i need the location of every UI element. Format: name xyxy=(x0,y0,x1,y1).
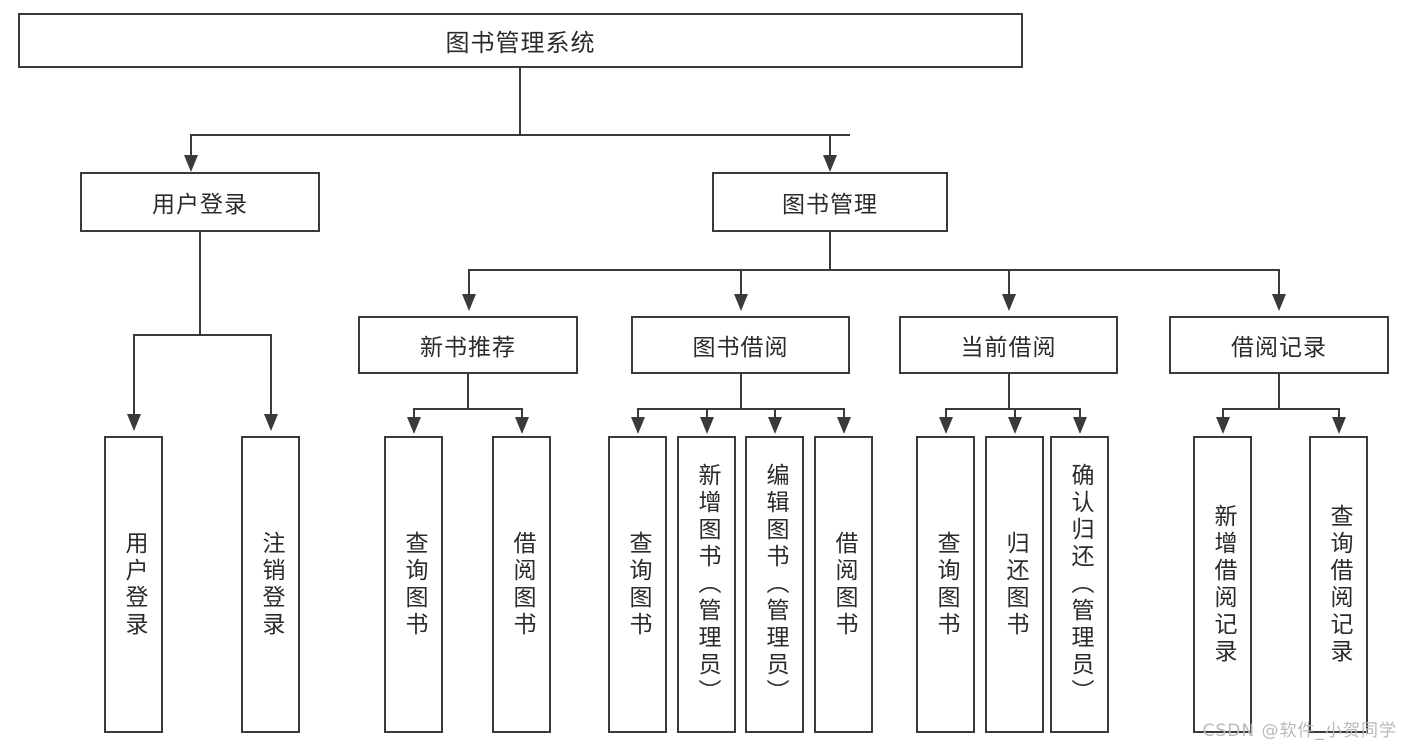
connector-to-leaf-user-login xyxy=(133,334,135,416)
connector-borrow-record-stem xyxy=(1278,374,1280,410)
node-label: 新增借阅记录 xyxy=(1210,503,1236,666)
arrow-down-icon xyxy=(1008,417,1022,434)
leaf-user-login[interactable]: 用户登录 xyxy=(104,436,163,733)
connector-to-leaf-user-logout xyxy=(270,334,272,416)
connector-root-to-book-manage xyxy=(829,134,831,158)
connector-to-leaf xyxy=(637,408,639,420)
node-label: 用户登录 xyxy=(121,530,147,639)
arrow-down-icon xyxy=(734,294,748,311)
connector-new-book-rec-stem xyxy=(467,374,469,410)
leaf-return-book[interactable]: 归还图书 xyxy=(985,436,1044,733)
connector-to-leaf xyxy=(706,408,708,420)
arrow-down-icon xyxy=(184,155,198,172)
leaf-add-book-admin[interactable]: 新增图书（管理员） xyxy=(677,436,736,733)
connector-to-borrow-record xyxy=(1278,269,1280,296)
arrow-down-icon xyxy=(700,417,714,434)
node-label: 新增图书（管理员） xyxy=(694,463,720,706)
arrow-down-icon xyxy=(823,155,837,172)
leaf-edit-book-admin[interactable]: 编辑图书（管理员） xyxy=(745,436,804,733)
connector-to-leaf xyxy=(1014,408,1016,420)
connector-current-borrow-bar xyxy=(945,408,1080,410)
node-root-book-management-system[interactable]: 图书管理系统 xyxy=(18,13,1023,68)
arrow-down-icon xyxy=(127,414,141,431)
connector-to-leaf xyxy=(521,408,523,420)
arrow-down-icon xyxy=(1073,417,1087,434)
arrow-down-icon xyxy=(1002,294,1016,311)
connector-user-login-bar xyxy=(133,334,272,336)
arrow-down-icon xyxy=(631,417,645,434)
connector-to-leaf xyxy=(843,408,845,420)
connector-book-manage-stem xyxy=(829,232,831,271)
node-label: 用户登录 xyxy=(152,192,248,218)
node-label: 归还图书 xyxy=(1002,530,1028,639)
connector-to-leaf xyxy=(1338,408,1340,420)
connector-root-to-user-login xyxy=(190,134,192,158)
node-borrow-record[interactable]: 借阅记录 xyxy=(1169,316,1389,374)
node-label: 图书管理 xyxy=(782,192,878,218)
connector-root-stem xyxy=(519,68,521,136)
connector-to-leaf xyxy=(1222,408,1224,420)
node-label: 借阅记录 xyxy=(1231,335,1327,361)
arrow-down-icon xyxy=(768,417,782,434)
leaf-query-borrow-record[interactable]: 查询借阅记录 xyxy=(1309,436,1368,733)
node-label: 确认归还（管理员） xyxy=(1067,463,1093,706)
connector-to-book-borrow xyxy=(740,269,742,296)
connector-new-book-rec-bar xyxy=(413,408,523,410)
node-label: 查询借阅记录 xyxy=(1326,503,1352,666)
connector-to-leaf xyxy=(774,408,776,420)
connector-to-leaf xyxy=(413,408,415,420)
connector-root-bar xyxy=(190,134,850,136)
connector-to-leaf xyxy=(1079,408,1081,420)
node-label: 查询图书 xyxy=(625,530,651,639)
arrow-down-icon xyxy=(939,417,953,434)
node-user-login[interactable]: 用户登录 xyxy=(80,172,320,232)
connector-to-leaf xyxy=(945,408,947,420)
node-label: 查询图书 xyxy=(401,530,427,639)
node-current-borrow[interactable]: 当前借阅 xyxy=(899,316,1118,374)
leaf-add-borrow-record[interactable]: 新增借阅记录 xyxy=(1193,436,1252,733)
connector-to-current-borrow xyxy=(1008,269,1010,296)
node-new-book-recommendation[interactable]: 新书推荐 xyxy=(358,316,578,374)
arrow-down-icon xyxy=(515,417,529,434)
arrow-down-icon xyxy=(837,417,851,434)
arrow-down-icon xyxy=(264,414,278,431)
arrow-down-icon xyxy=(407,417,421,434)
node-label: 图书借阅 xyxy=(692,335,789,361)
connector-book-borrow-stem xyxy=(740,374,742,410)
node-label: 借阅图书 xyxy=(831,530,857,639)
node-label: 查询图书 xyxy=(933,530,959,639)
connector-book-borrow-bar xyxy=(637,408,843,410)
arrow-down-icon xyxy=(1216,417,1230,434)
connector-current-borrow-stem xyxy=(1008,374,1010,410)
arrow-down-icon xyxy=(1272,294,1286,311)
node-label: 注销登录 xyxy=(258,530,284,639)
node-label: 当前借阅 xyxy=(960,335,1057,361)
node-book-management[interactable]: 图书管理 xyxy=(712,172,948,232)
connector-book-manage-bar xyxy=(468,269,1280,271)
connector-to-new-book-rec xyxy=(468,269,470,296)
arrow-down-icon xyxy=(1332,417,1346,434)
arrow-down-icon xyxy=(462,294,476,311)
node-book-borrow[interactable]: 图书借阅 xyxy=(631,316,850,374)
leaf-query-book-new-rec[interactable]: 查询图书 xyxy=(384,436,443,733)
leaf-query-book-current[interactable]: 查询图书 xyxy=(916,436,975,733)
connector-borrow-record-bar xyxy=(1222,408,1338,410)
node-label: 编辑图书（管理员） xyxy=(762,463,788,706)
leaf-user-logout[interactable]: 注销登录 xyxy=(241,436,300,733)
leaf-confirm-return-admin[interactable]: 确认归还（管理员） xyxy=(1050,436,1109,733)
node-label: 新书推荐 xyxy=(420,335,516,361)
leaf-query-book-borrow[interactable]: 查询图书 xyxy=(608,436,667,733)
connector-user-login-stem xyxy=(199,232,201,335)
leaf-borrow-book-new-rec[interactable]: 借阅图书 xyxy=(492,436,551,733)
node-label: 图书管理系统 xyxy=(445,29,596,57)
leaf-borrow-book[interactable]: 借阅图书 xyxy=(814,436,873,733)
node-label: 借阅图书 xyxy=(509,530,535,639)
